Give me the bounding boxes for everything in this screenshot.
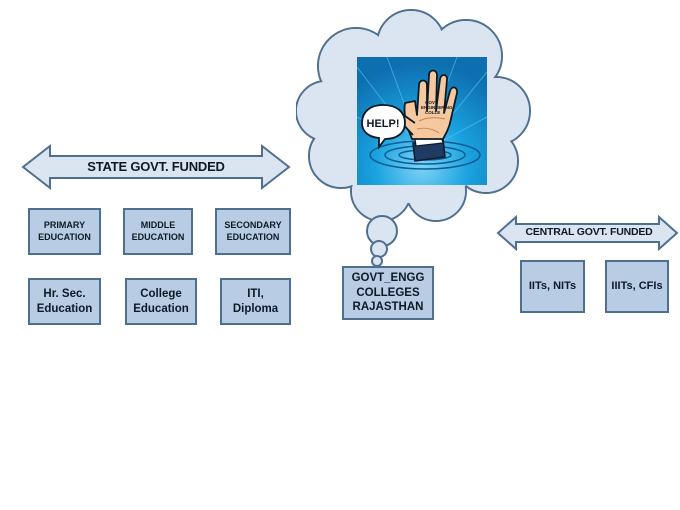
speech-bubble-icon: HELP! — [361, 104, 406, 150]
college-education-box: College Education — [125, 278, 197, 325]
drowning-hand-icon: GOVT ENGINEERING COLLE HELP! — [357, 57, 487, 185]
palm-text-line-2: ENGINEERING — [421, 105, 453, 110]
govt-engg-colleges-box: GOVT_ENGG COLLEGES RAJASTHAN — [342, 266, 434, 320]
state-govt-funded-arrow — [21, 143, 291, 191]
palm-text-line-3: COLLE — [425, 110, 440, 115]
primary-education-box: PRIMARY EDUCATION — [28, 208, 101, 255]
central-govt-funded-arrow — [496, 215, 679, 251]
palm-text: GOVT ENGINEERING COLLE — [421, 100, 454, 115]
palm-text-line-1: GOVT — [425, 100, 438, 105]
central-govt-funded-label: CENTRAL GOVT. FUNDED — [525, 226, 653, 238]
state-govt-funded-label: STATE GOVT. FUNDED — [87, 159, 225, 174]
iiits-cfis-box: IIITs, CFIs — [605, 260, 669, 313]
iti-diploma-box: ITI, Diploma — [220, 278, 291, 325]
help-text: HELP! — [367, 118, 400, 130]
hr-sec-education-box: Hr. Sec. Education — [28, 278, 101, 325]
iits-nits-box: IITs, NITs — [520, 260, 585, 313]
middle-education-box: MIDDLE EDUCATION — [123, 208, 193, 255]
secondary-education-box: SECONDARY EDUCATION — [215, 208, 291, 255]
